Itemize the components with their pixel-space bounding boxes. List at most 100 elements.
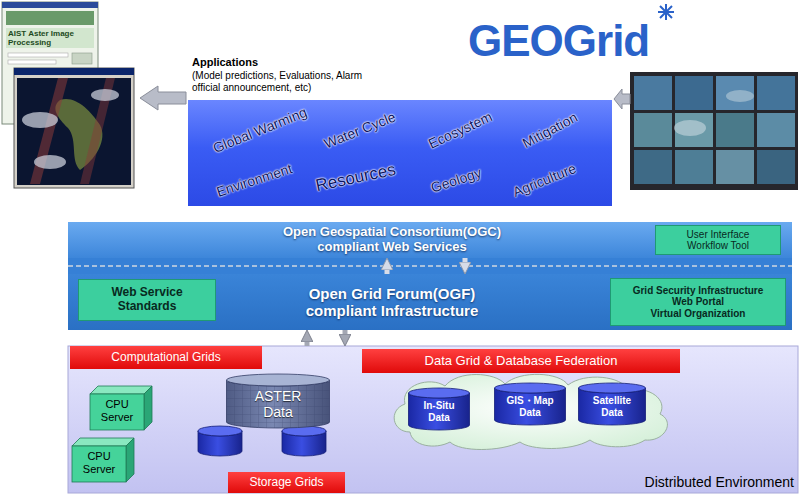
logo-text: GEOGrid — [468, 16, 649, 67]
monitor — [634, 113, 672, 147]
monitor — [634, 150, 672, 184]
box-label: Virtual Organization — [651, 308, 746, 320]
grid-bar: Data Grid & Database Federation — [362, 349, 680, 373]
cloud-patch — [34, 155, 66, 169]
monitor — [716, 150, 754, 184]
topic-word: Geology — [429, 164, 484, 195]
monitor — [675, 76, 713, 110]
box-label: Workflow Tool — [687, 240, 749, 252]
image-cloud — [726, 90, 754, 102]
form-field — [8, 53, 68, 57]
data-cylinder: GIS・Map Data — [494, 383, 566, 425]
logo: GEOGrid — [468, 16, 649, 67]
image-cloud — [674, 120, 706, 136]
cylinder-top — [579, 383, 646, 393]
layer-arrow — [385, 258, 390, 274]
cube-front — [90, 394, 144, 430]
monitor — [757, 150, 795, 184]
data-cloud — [394, 374, 667, 449]
page-banner — [6, 11, 94, 25]
screenshot-title: AIST Aster Image Processing — [8, 29, 94, 47]
topic-word: Global Warming — [211, 104, 310, 156]
storage-cylinder-top — [198, 426, 242, 436]
form-field — [8, 60, 56, 64]
cube-label: CPU Server — [95, 398, 139, 423]
ogf-layer: Open Grid Forum(OGF) compliant Infrastru… — [68, 274, 792, 330]
bar-label: Data Grid & Database Federation — [425, 354, 618, 369]
monitor — [716, 113, 754, 147]
server-cube: CPU Server — [72, 438, 134, 482]
cylinder-label: ASTER Data — [246, 388, 310, 420]
distributed-region: Distributed Environment Computational Gri… — [68, 346, 798, 493]
server-cube: CPU Server — [90, 386, 152, 430]
cylinder-body — [409, 393, 470, 430]
bar-label: Storage Grids — [249, 476, 323, 490]
display-wall-photo — [630, 72, 798, 190]
tool-box: User InterfaceWorkflow Tool — [655, 225, 781, 255]
monitor — [757, 76, 795, 110]
cylinder-label: Satellite Data — [583, 395, 641, 418]
cylinder-top — [227, 374, 330, 386]
map-screenshot — [14, 68, 134, 188]
section-note: (Model predictions, Evaluations, Alarm o… — [192, 70, 377, 93]
cylinder-label: GIS・Map Data — [499, 395, 561, 418]
topic-word: Ecosystem — [426, 108, 495, 152]
topic-word: Mitigation — [520, 109, 580, 151]
monitor — [634, 76, 672, 110]
box-label: User Interface — [687, 229, 750, 241]
cylinder-grid — [227, 380, 330, 428]
data-cylinder: In-Situ Data — [408, 388, 470, 430]
form-button — [72, 53, 92, 64]
section-heading: Applications — [192, 56, 258, 69]
application-band: Applications(Model predictions, Evaluati… — [188, 100, 612, 206]
layer-gap — [68, 258, 792, 274]
layer-title: Open Geospatial Consortium(OGC) complian… — [252, 225, 532, 255]
topic-word: Agriculture — [510, 160, 578, 200]
box-label: Web Service Standards — [85, 286, 209, 314]
satellite-map — [17, 78, 131, 185]
input-arrow — [614, 89, 630, 109]
window-titlebar — [14, 68, 134, 75]
topic-word: Resources — [314, 160, 398, 196]
security-box: Grid Security InfrastructureWeb PortalVi… — [610, 278, 786, 326]
region-label: Distributed Environment — [645, 474, 794, 490]
cloud-patch — [22, 112, 58, 128]
bar-label: Computational Grids — [111, 351, 220, 365]
logo-star — [658, 4, 674, 20]
cube-side — [144, 386, 152, 430]
photo-frame — [630, 72, 798, 190]
grid-bar: Computational Grids — [70, 346, 262, 369]
monitor — [675, 113, 713, 147]
data-cylinder: Satellite Data — [578, 383, 646, 425]
cylinder-body — [227, 380, 330, 428]
data-cylinder: ASTER Data — [226, 374, 330, 428]
cube-top — [90, 386, 152, 394]
cylinder-top — [495, 383, 566, 393]
layer-arrow — [305, 330, 310, 346]
box-label: Web Portal — [672, 296, 724, 308]
layer-arrow — [463, 258, 468, 274]
scene-swath — [30, 78, 68, 184]
standards-box: Web Service Standards — [78, 279, 216, 321]
monitor — [716, 76, 754, 110]
window-frame — [14, 68, 134, 188]
grid-bar: Storage Grids — [228, 472, 345, 493]
cube-front — [72, 446, 126, 482]
cylinder-label: In-Situ Data — [413, 400, 465, 423]
monitor — [757, 113, 795, 147]
cube-label: CPU Server — [77, 450, 121, 475]
layer-arrow — [343, 330, 348, 346]
window-titlebar — [2, 2, 98, 8]
output-arrow — [140, 86, 186, 110]
topic-word: Water Cycle — [322, 108, 398, 151]
layer-title: Open Grid Forum(OGF) compliant Infrastru… — [272, 285, 512, 320]
topic-word: Environment — [214, 160, 294, 200]
layer-divider — [68, 265, 792, 267]
monitor — [675, 150, 713, 184]
cylinder-top — [409, 388, 470, 398]
cube-top — [72, 438, 134, 446]
region-ground — [68, 346, 798, 493]
cylinder-body — [579, 388, 646, 425]
screenshot-header: AIST Aster Image Processing — [8, 29, 94, 47]
